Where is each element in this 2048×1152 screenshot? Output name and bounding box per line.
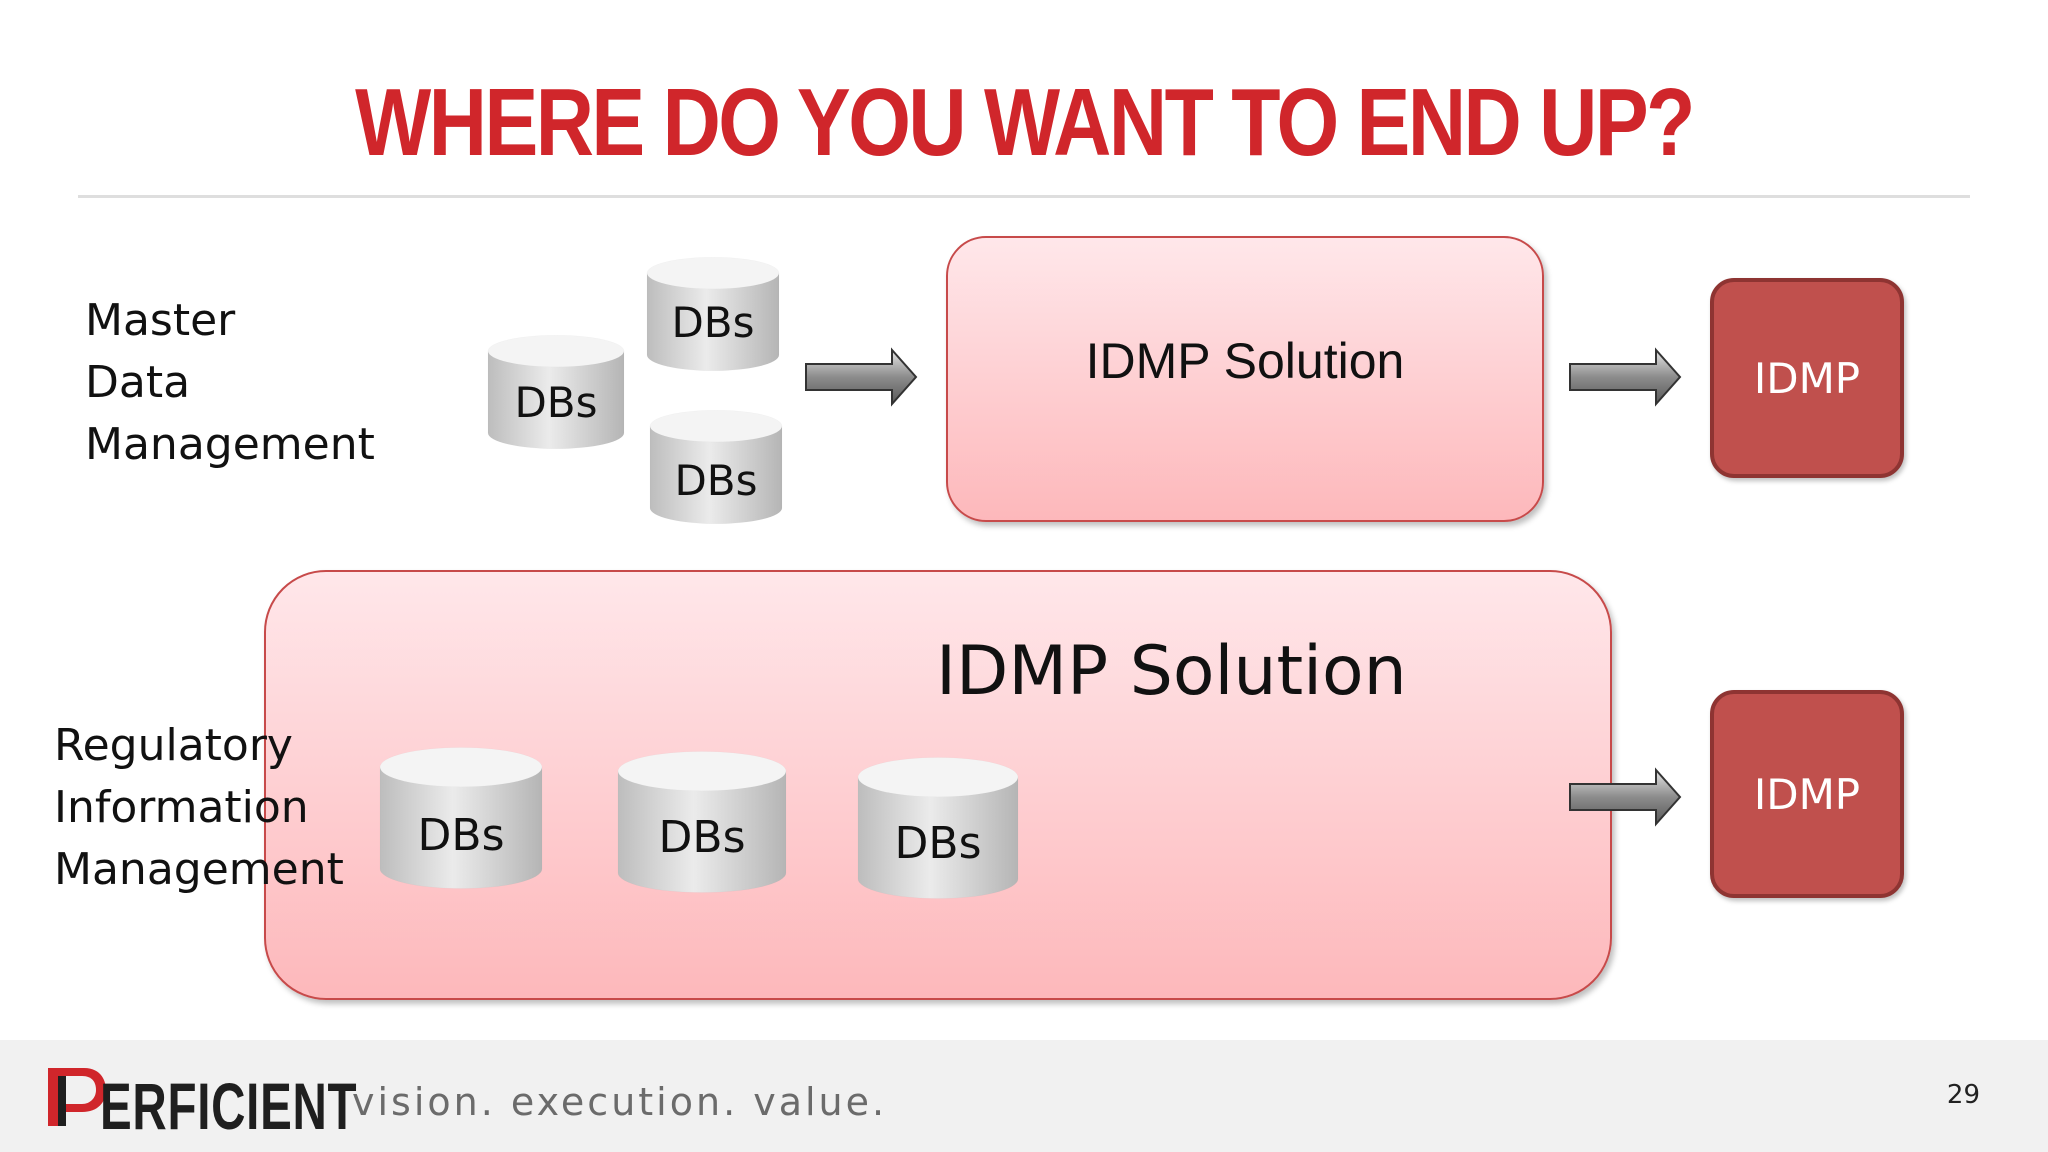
page-number: 29 [1946,1080,1980,1110]
database-label: DBs [671,298,755,347]
top-solution-box: IDMP Solution [946,236,1544,522]
database-label: DBs [894,818,982,869]
database-label: DBs [658,812,746,863]
arrow-right-icon [1569,347,1682,407]
idmp-output-label: IDMP [1753,769,1861,819]
label-line: Management [54,844,344,895]
arrow-right-icon [805,347,918,407]
idmp-output-label: IDMP [1753,353,1861,403]
footer-tagline: vision. execution. value. [352,1080,888,1124]
slide-title: WHERE DO YOU WANT TO END UP? [355,69,1695,176]
top-solution-label: IDMP Solution [1085,333,1405,389]
master-data-management-label: Master Data Management [85,290,375,476]
label-line: Regulatory [54,720,293,771]
perficient-wordmark: ERFICIENT [100,1069,358,1143]
database-label: DBs [417,810,505,861]
bottom-solution-label: IDMP Solution [936,632,1407,711]
label-line: Management [85,419,375,470]
footer-bar: ERFICIENT vision. execution. value. 29 [0,1040,2048,1152]
title-divider [78,195,1970,198]
idmp-output-box-top: IDMP [1710,278,1904,478]
label-line: Master [85,295,236,346]
perficient-logo-icon [48,1068,106,1126]
arrow-right-icon [1569,767,1682,827]
database-label: DBs [514,378,598,427]
database-label: DBs [674,456,758,505]
label-line: Information [54,782,309,833]
label-line: Data [85,357,191,408]
regulatory-information-management-label: Regulatory Information Management [54,715,344,901]
idmp-output-box-bottom: IDMP [1710,690,1904,898]
